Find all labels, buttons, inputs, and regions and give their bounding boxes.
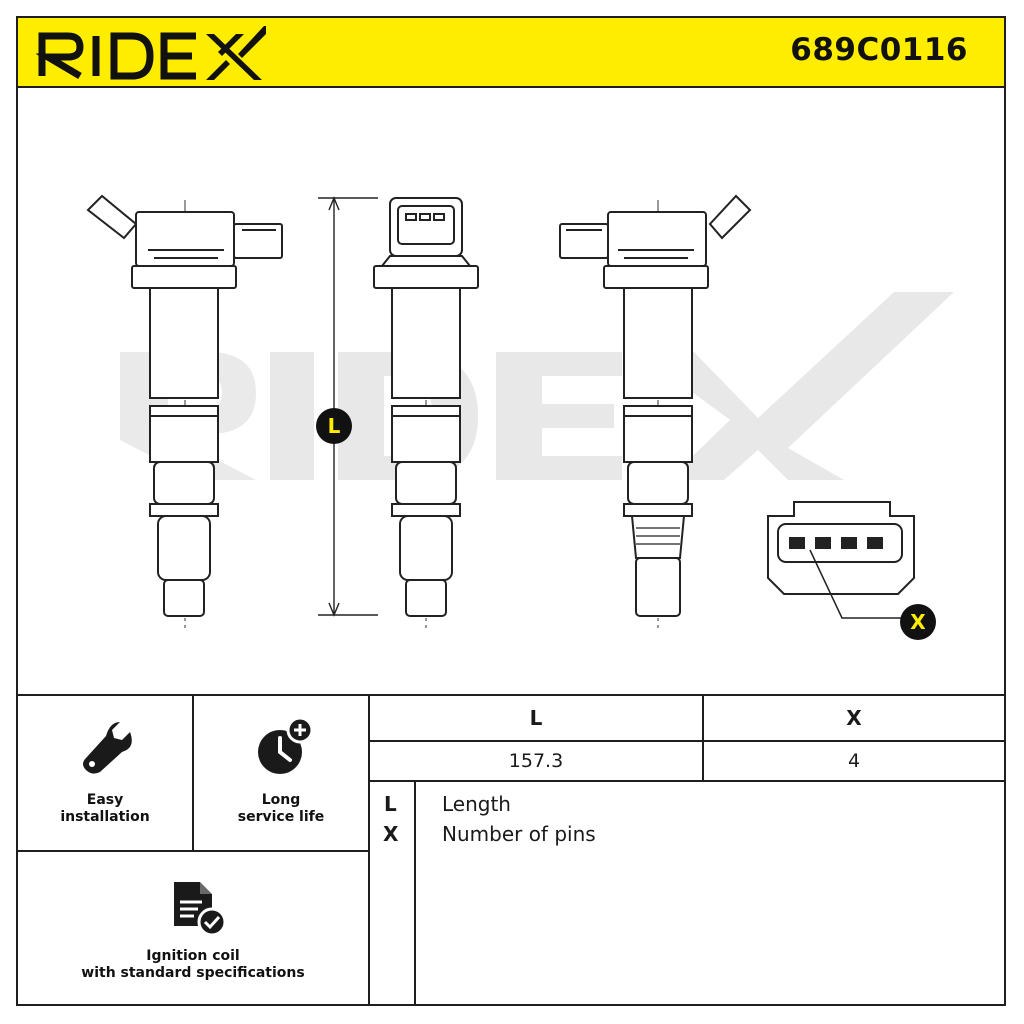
document-check-icon bbox=[174, 882, 227, 937]
connector-detail bbox=[767, 501, 915, 619]
feature-label-line: Easy bbox=[86, 792, 124, 808]
spec-header-cell: X bbox=[704, 696, 1004, 742]
callout-l-label: L bbox=[328, 414, 341, 438]
callout-x-label: X bbox=[910, 610, 926, 634]
legend-desc-column: Length Number of pins bbox=[416, 782, 1004, 1006]
ridex-logo bbox=[36, 26, 266, 80]
spec-header-cell: L bbox=[370, 696, 704, 742]
spec-value-l: 157.3 bbox=[508, 750, 564, 772]
feature-long-service-life: Long service life bbox=[194, 696, 370, 852]
feature-label-line: installation bbox=[60, 809, 150, 825]
feature-label-line: with standard specifications bbox=[81, 965, 305, 981]
legend-key-x: X bbox=[383, 822, 399, 846]
wrench-icon bbox=[83, 722, 132, 774]
feature-label-line: Ignition coil bbox=[146, 948, 240, 964]
feature-label: Ignition coil with standard specificatio… bbox=[18, 948, 368, 982]
legend-desc-pins: Number of pins bbox=[442, 822, 596, 846]
spec-value-cell: 157.3 bbox=[370, 742, 704, 782]
coil-view-front bbox=[373, 197, 479, 617]
spec-value-x: 4 bbox=[847, 750, 861, 772]
section-divider bbox=[18, 694, 1004, 696]
part-number: 689C0116 bbox=[790, 32, 968, 68]
feature-standard-specifications: Ignition coil with standard specificatio… bbox=[18, 852, 370, 1006]
coil-view-right bbox=[559, 194, 752, 617]
product-sheet: 689C0116 bbox=[16, 16, 1006, 1006]
watermark-logo bbox=[120, 292, 954, 480]
legend-key-column: L X bbox=[370, 782, 416, 1006]
feature-label: Easy installation bbox=[18, 792, 192, 826]
feature-easy-installation: Easy installation bbox=[18, 696, 194, 852]
spec-header-x: X bbox=[846, 706, 862, 730]
feature-label-line: service life bbox=[237, 809, 325, 825]
spec-header-l: L bbox=[529, 706, 543, 730]
clock-plus-icon bbox=[258, 716, 314, 774]
coil-drawing-svg: L X bbox=[86, 194, 954, 640]
feature-label-line: Long bbox=[261, 792, 301, 808]
spec-value-cell: 4 bbox=[704, 742, 1004, 782]
technical-drawing: L X bbox=[18, 88, 1004, 696]
dimension-line-l bbox=[318, 196, 378, 617]
callout-l: L bbox=[316, 408, 352, 444]
header-bar: 689C0116 bbox=[18, 18, 1004, 88]
callout-x: X bbox=[900, 604, 936, 640]
legend-key-l: L bbox=[384, 792, 397, 816]
coil-view-left bbox=[86, 194, 283, 617]
feature-label: Long service life bbox=[194, 792, 368, 826]
legend-desc-length: Length bbox=[442, 792, 511, 816]
